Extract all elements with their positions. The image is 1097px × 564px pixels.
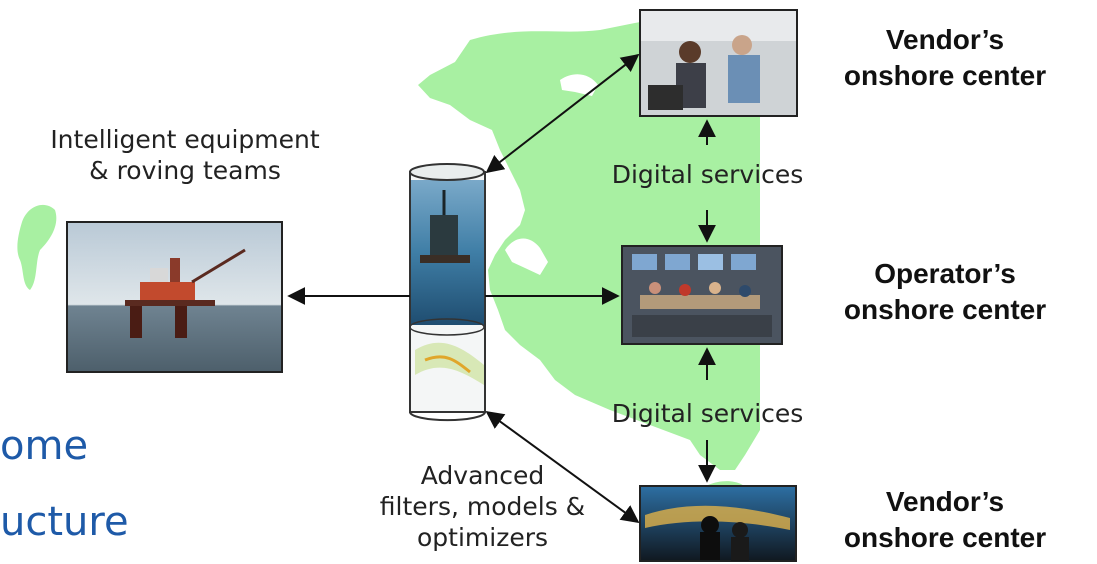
operator-center-photo	[621, 245, 783, 345]
advanced-label-line1: Advanced	[420, 461, 545, 490]
equipment-label: Intelligent equipment & roving teams	[20, 124, 350, 186]
digital-services-bottom-label: Digital services	[611, 399, 804, 428]
slide-title-fragment-line1: ome	[0, 423, 89, 469]
arrows	[287, 53, 716, 524]
map-island-left	[17, 204, 57, 290]
equipment-label-line2: & roving teams	[89, 156, 281, 185]
advanced-label-line2: filters, models &	[379, 492, 586, 521]
vendor-bottom-label: Vendor’s onshore center	[800, 484, 1090, 556]
advanced-label-line3: optimizers	[416, 523, 549, 552]
operator-label-line2: onshore center	[843, 294, 1047, 325]
operator-label: Operator’s onshore center	[800, 256, 1090, 328]
platform-photo	[66, 221, 283, 373]
oil-platform-icon	[125, 248, 246, 338]
arrow-cylinder-vendor-top	[485, 53, 640, 174]
vendor-bottom-label-line1: Vendor’s	[885, 486, 1005, 517]
slide-title-fragment-line2: ucture	[0, 499, 129, 545]
operator-label-line1: Operator’s	[874, 258, 1016, 289]
data-store-cylinder-icon	[409, 163, 486, 422]
vendor-center-top-photo	[639, 9, 798, 117]
advanced-label: Advanced filters, models & optimizers	[360, 460, 605, 553]
vendor-top-label-line1: Vendor’s	[885, 24, 1005, 55]
vendor-center-bottom-photo	[639, 485, 797, 562]
digital-services-top-label: Digital services	[611, 160, 804, 189]
equipment-label-line1: Intelligent equipment	[50, 125, 320, 154]
vendor-bottom-label-line2: onshore center	[843, 522, 1047, 553]
vendor-top-label: Vendor’s onshore center	[800, 22, 1090, 94]
vendor-top-label-line2: onshore center	[843, 60, 1047, 91]
map-fjord-white	[505, 238, 548, 275]
arrow-cylinder-vendor-bottom	[485, 410, 640, 524]
